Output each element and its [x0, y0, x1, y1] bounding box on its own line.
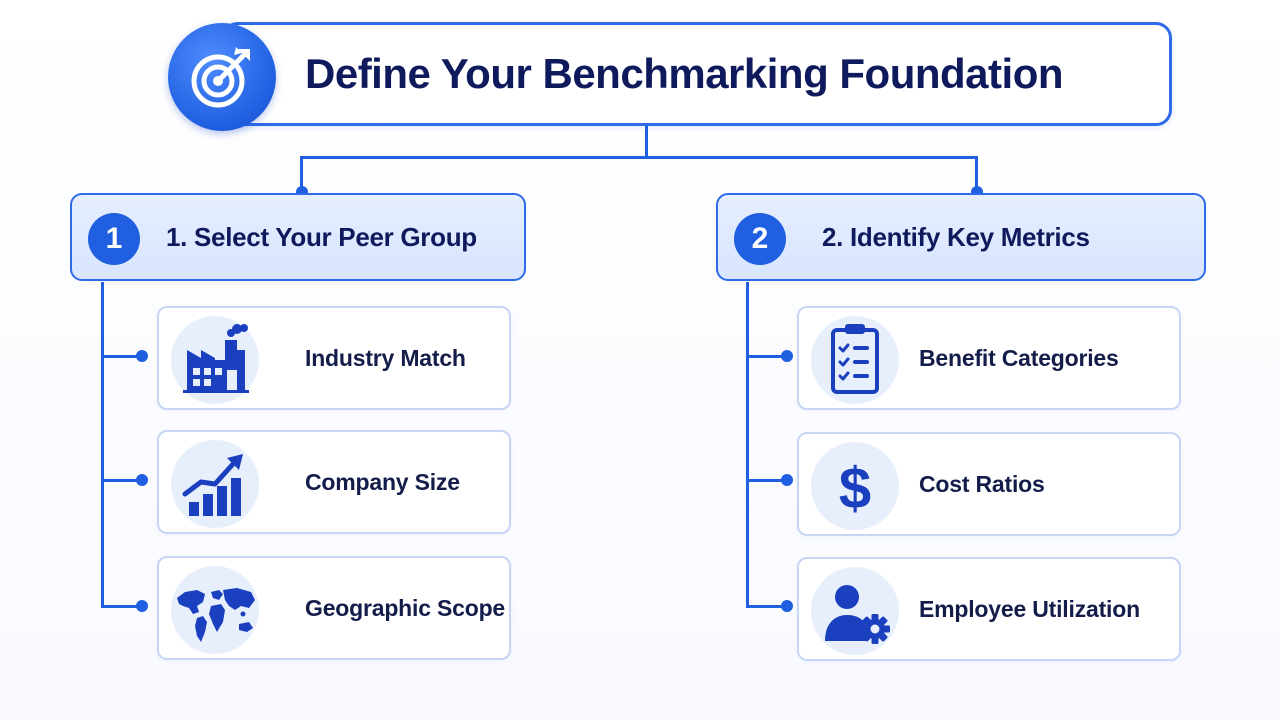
branch-dot — [781, 350, 793, 362]
connector-left-drop — [300, 156, 303, 192]
connector-crossbar — [302, 156, 977, 159]
item-cost-ratios: $ Cost Ratios — [797, 432, 1181, 536]
branch-dot — [781, 474, 793, 486]
branch-dot — [136, 350, 148, 362]
item-geographic-scope: Geographic Scope — [157, 556, 511, 660]
world-map-icon — [171, 566, 259, 654]
user-gear-icon — [811, 567, 899, 655]
section-title: 1. Select Your Peer Group — [166, 222, 477, 252]
section-title: 2. Identify Key Metrics — [822, 222, 1090, 252]
branch-dot — [781, 600, 793, 612]
branch-tick — [101, 355, 141, 358]
svg-text:$: $ — [839, 456, 871, 521]
checklist-icon — [811, 316, 899, 404]
title-box: Define Your Benchmarking Foundation — [222, 22, 1172, 126]
item-industry-match: Industry Match — [157, 306, 511, 410]
item-label: Benefit Categories — [919, 345, 1119, 371]
branch-spine-left — [101, 282, 104, 608]
item-label: Cost Ratios — [919, 471, 1045, 497]
branch-tick — [746, 355, 786, 358]
item-label: Industry Match — [305, 345, 466, 371]
item-label: Company Size — [305, 469, 460, 495]
target-icon — [168, 23, 276, 131]
factory-icon — [171, 316, 259, 404]
item-label: Geographic Scope — [305, 595, 506, 621]
branch-dot — [136, 474, 148, 486]
branch-tick — [101, 479, 141, 482]
step-number-badge: 2 — [734, 213, 786, 265]
branch-tick — [746, 479, 786, 482]
branch-tick — [746, 605, 786, 608]
section-header-peer-group: 1 1. Select Your Peer Group — [70, 193, 526, 281]
item-company-size: Company Size — [157, 430, 511, 534]
connector-trunk — [645, 126, 648, 158]
item-employee-utilization: Employee Utilization — [797, 557, 1181, 661]
growth-chart-icon — [171, 440, 259, 528]
item-benefit-categories: Benefit Categories — [797, 306, 1181, 410]
item-label: Employee Utilization — [919, 596, 1140, 622]
dollar-icon: $ — [811, 442, 899, 530]
page-title: Define Your Benchmarking Foundation — [305, 50, 1064, 97]
branch-dot — [136, 600, 148, 612]
connector-right-drop — [975, 156, 978, 192]
branch-spine-right — [746, 282, 749, 608]
section-header-key-metrics: 2 2. Identify Key Metrics — [716, 193, 1206, 281]
step-number-badge: 1 — [88, 213, 140, 265]
branch-tick — [101, 605, 141, 608]
